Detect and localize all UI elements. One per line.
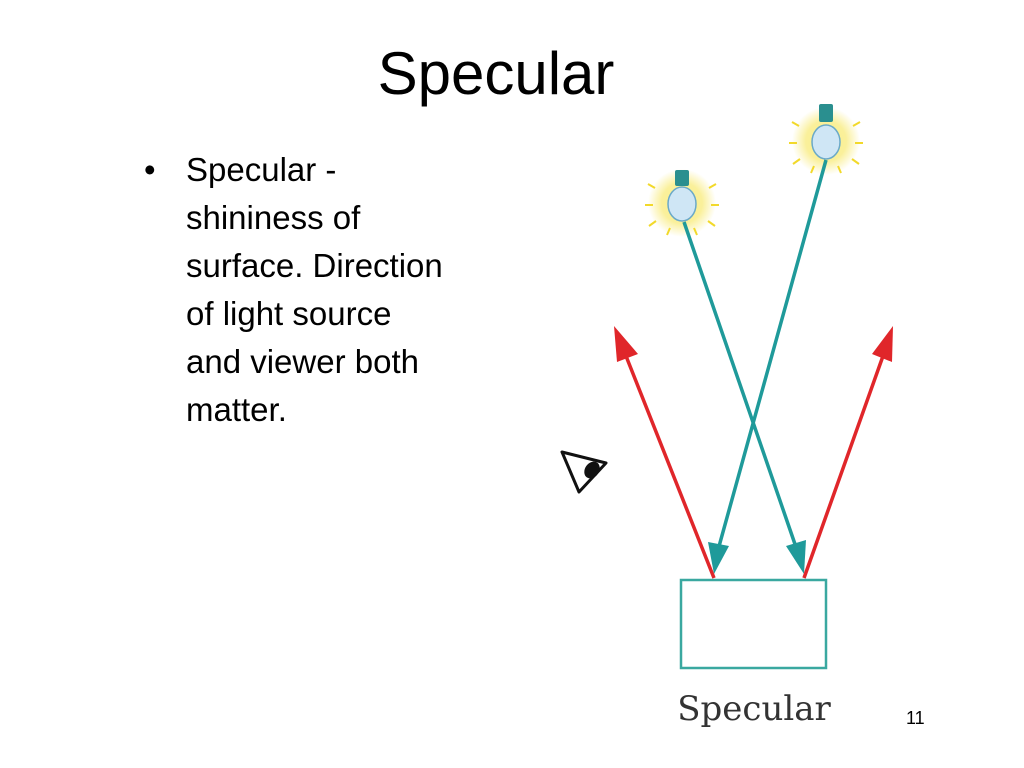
bullet-list: • Specular - shininess of surface. Direc… [140,146,520,434]
bullet-text-line: and viewer both [186,343,419,380]
bullet-marker: • [144,151,156,188]
bulb-base [819,104,833,122]
bulb-rays [645,183,719,236]
diagram-caption: Specular [677,689,831,729]
bullet-text-line: surface. Direction [186,247,443,284]
bulb-glass [667,186,697,222]
incident-ray [708,159,828,574]
eye-icon [560,450,608,494]
page-number: 11 [906,708,925,728]
bulb-rays [789,121,863,174]
bullet-text-line: matter. [186,391,287,428]
light-bulb-icon [789,104,863,175]
bulb-base [675,170,689,186]
bulb-glass [811,124,841,160]
light-bulb-icon [645,169,719,237]
reflected-ray [802,326,893,579]
reflected-ray [614,326,716,579]
bullet-text-line: Specular - [186,151,337,188]
bullet-item: • Specular - shininess of surface. Direc… [140,146,520,434]
bullet-text-line: of light source [186,295,392,332]
bullet-text-line: shininess of [186,199,361,236]
reflective-surface [679,578,828,670]
specular-diagram: Specular [560,104,893,729]
slide-title: Specular [377,40,615,107]
incident-ray [682,221,806,574]
